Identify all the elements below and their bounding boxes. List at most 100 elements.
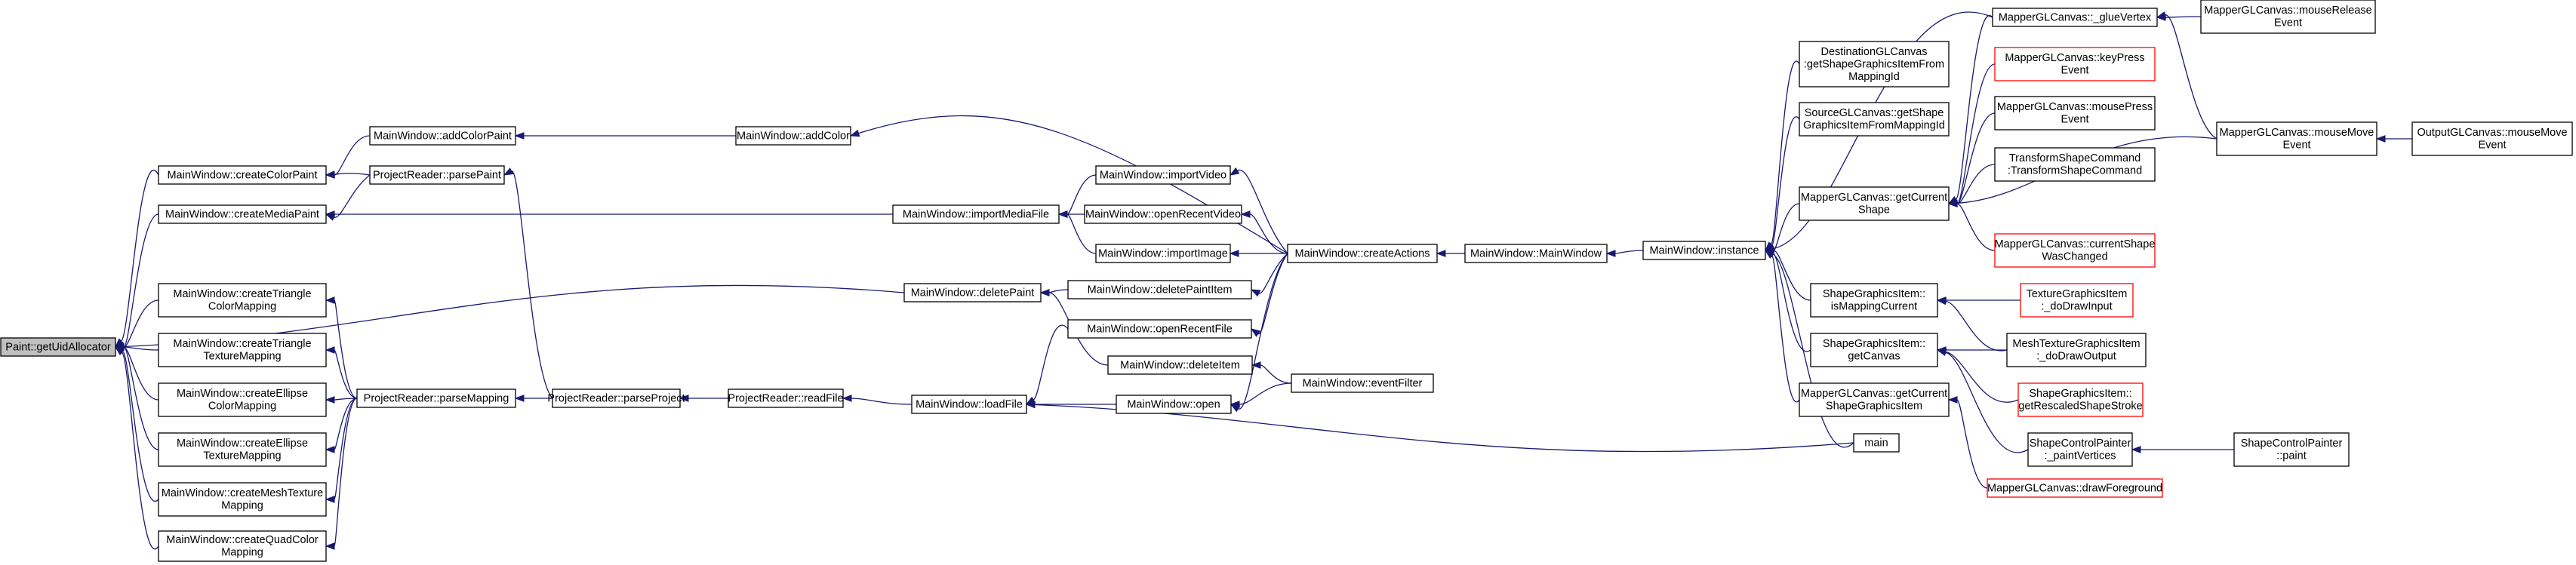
node-import-video[interactable]: MainWindow::importVideo bbox=[1095, 165, 1231, 185]
node-draw-foreground[interactable]: MapperGLCanvas::drawForeground bbox=[1987, 478, 2163, 498]
node-label: ShapeGraphicsItem bbox=[1826, 401, 1922, 413]
edge-line bbox=[1956, 112, 1996, 204]
node-label: MainWindow::createTriangle bbox=[173, 338, 311, 350]
node-main[interactable]: main bbox=[1853, 433, 1900, 453]
node-paint-vertices[interactable]: ShapeControlPainter:_paintVertices bbox=[2027, 432, 2133, 467]
arrowhead bbox=[1251, 361, 1261, 369]
node-read-file[interactable]: ProjectReader::readFile bbox=[728, 388, 844, 408]
edge-getCurrentSGI-to-instance bbox=[1764, 250, 1800, 403]
edge-drawForeground-to-getCurrentSGI bbox=[1947, 396, 1988, 489]
node-box bbox=[2006, 333, 2147, 367]
node-create-media-paint[interactable]: MainWindow::createMediaPaint bbox=[158, 204, 327, 224]
node-open-recent-file[interactable]: MainWindow::openRecentFile bbox=[1067, 319, 1252, 339]
node-box bbox=[158, 432, 327, 467]
node-is-mapping-current[interactable]: ShapeGraphicsItem::isMappingCurrent bbox=[1810, 283, 1938, 318]
node-label: Paint::getUidAllocator bbox=[5, 341, 111, 353]
arrowhead bbox=[1936, 349, 1947, 356]
node-instance[interactable]: MainWindow::instance bbox=[1642, 241, 1766, 260]
node-import-media-file[interactable]: MainWindow::importMediaFile bbox=[892, 204, 1060, 224]
node-get-uid[interactable]: Paint::getUidAllocator bbox=[0, 337, 116, 357]
node-glue-vertex[interactable]: MapperGLCanvas::_glueVertex bbox=[1992, 8, 2158, 27]
node-delete-paint-item[interactable]: MainWindow::deletePaintItem bbox=[1067, 280, 1252, 299]
node-tex-draw-input[interactable]: TextureGraphicsItem:_doDrawInput bbox=[2020, 283, 2134, 318]
node-label: MainWindow::createColorPaint bbox=[167, 169, 317, 181]
node-label: :_doDrawOutput bbox=[2036, 351, 2116, 363]
node-box bbox=[552, 388, 681, 408]
arrowhead bbox=[2156, 11, 2167, 19]
arrowhead bbox=[1250, 328, 1261, 337]
edge-mouseMove-to-glueVertex bbox=[2156, 11, 2217, 140]
node-parse-project[interactable]: ProjectReader::parseProject bbox=[547, 388, 685, 408]
node-get-canvas[interactable]: ShapeGraphicsItem::getCanvas bbox=[1810, 333, 1938, 367]
node-dest-get-shape[interactable]: DestinationGLCanvas:getShapeGraphicsItem… bbox=[1799, 41, 1950, 88]
node-mw-ctor[interactable]: MainWindow::MainWindow bbox=[1464, 244, 1608, 263]
node-open[interactable]: MainWindow::open bbox=[1116, 395, 1232, 414]
node-open-recent-video[interactable]: MainWindow::openRecentVideo bbox=[1084, 204, 1242, 224]
node-load-file[interactable]: MainWindow::loadFile bbox=[911, 395, 1027, 414]
edge-parseMapping-to-createEllTex bbox=[325, 398, 358, 453]
node-transform-cmd[interactable]: TransformShapeCommand:TransformShapeComm… bbox=[1994, 147, 2156, 182]
node-delete-item[interactable]: MainWindow::deleteItem bbox=[1107, 355, 1253, 375]
node-label: ShapeGraphicsItem:: bbox=[2029, 388, 2131, 400]
node-parse-paint[interactable]: ProjectReader::parsePaint bbox=[369, 165, 505, 185]
arrowhead bbox=[1229, 250, 1239, 257]
node-box bbox=[1095, 244, 1231, 263]
node-label: ProjectReader::readFile bbox=[728, 392, 843, 404]
node-rescaled-stroke[interactable]: ShapeGraphicsItem::getRescaledShapeStrok… bbox=[2017, 382, 2144, 417]
node-label: MainWindow::deletePaintItem bbox=[1088, 284, 1233, 296]
edge-line bbox=[334, 135, 371, 176]
node-label: MapperGLCanvas::_glueVertex bbox=[1999, 11, 2152, 23]
node-label: MainWindow::importMediaFile bbox=[903, 208, 1049, 220]
node-parse-mapping[interactable]: ProjectReader::parseMapping bbox=[356, 388, 516, 408]
edge-parseMapping-to-createEllColor bbox=[325, 396, 358, 404]
node-add-color-paint[interactable]: MainWindow::addColorPaint bbox=[369, 126, 516, 146]
node-label: MapperGLCanvas::getCurrent bbox=[1801, 388, 1947, 400]
edge-createQuadColor-to-getUid bbox=[114, 346, 159, 550]
node-box bbox=[1799, 102, 1950, 137]
node-scp-paint[interactable]: ShapeControlPainter::paint bbox=[2233, 432, 2350, 467]
node-delete-paint[interactable]: MainWindow::deletePaint bbox=[903, 283, 1042, 302]
node-get-current-s-g-i[interactable]: MapperGLCanvas::getCurrentShapeGraphicsI… bbox=[1799, 382, 1950, 417]
node-label: :_paintVertices bbox=[2044, 450, 2116, 462]
node-label: isMappingCurrent bbox=[1831, 301, 1917, 313]
node-label: MapperGLCanvas::mouseRelease bbox=[2204, 5, 2371, 17]
node-create-color-paint[interactable]: MainWindow::createColorPaint bbox=[158, 165, 327, 185]
edge-rescaledStroke-to-getCanvas bbox=[1936, 348, 2019, 403]
node-add-color[interactable]: MainWindow::addColor bbox=[735, 126, 851, 146]
node-label: MainWindow::createMediaPaint bbox=[165, 208, 319, 220]
node-event-filter[interactable]: MainWindow::eventFilter bbox=[1291, 373, 1434, 393]
node-label: MainWindow::createTriangle bbox=[173, 288, 311, 300]
edge-line bbox=[1249, 213, 1288, 254]
node-box bbox=[1994, 96, 2156, 131]
edge-line bbox=[1239, 382, 1292, 405]
node-label: getCanvas bbox=[1848, 351, 1900, 363]
edge-line bbox=[1771, 255, 1800, 403]
node-label: Mapping bbox=[221, 547, 263, 559]
node-box bbox=[1291, 373, 1434, 393]
node-box bbox=[158, 204, 327, 224]
node-import-image[interactable]: MainWindow::importImage bbox=[1095, 244, 1231, 263]
node-label: ColorMapping bbox=[208, 301, 276, 313]
node-mesh-draw-output[interactable]: MeshTextureGraphicsItem:_doDrawOutput bbox=[2006, 333, 2147, 367]
node-label: MainWindow::addColorPaint bbox=[374, 130, 512, 142]
node-label: MainWindow::createEllipse bbox=[177, 438, 308, 450]
node-create-actions[interactable]: MainWindow::createActions bbox=[1287, 244, 1438, 263]
node-box bbox=[911, 395, 1027, 414]
edge-line bbox=[1945, 351, 2019, 403]
node-box bbox=[1095, 165, 1231, 185]
edge-parseMapping-to-createTriColor bbox=[325, 296, 358, 399]
node-src-get-shape[interactable]: SourceGLCanvas::getShapeGraphicsItemFrom… bbox=[1799, 102, 1950, 137]
